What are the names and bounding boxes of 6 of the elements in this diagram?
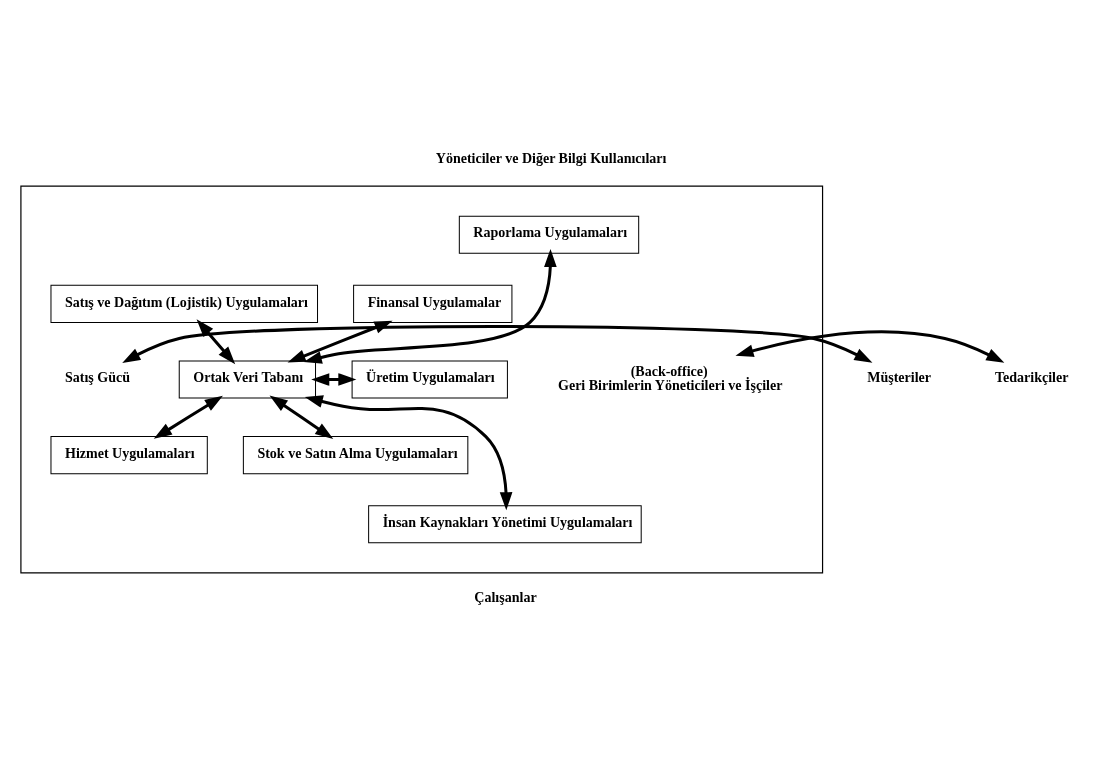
- node-text: Satış Gücü: [65, 369, 131, 385]
- node-text: Tedarikçiler: [994, 369, 1069, 385]
- node-text: Müşteriler: [867, 369, 931, 385]
- node-text: (Back-office) Geri Birimlerin Yöneticileri ve İşçiler: [558, 363, 783, 393]
- label: Yöneticiler ve Diğer Bilgi Kullanıcıları: [435, 150, 667, 166]
- label: Çalışanlar: [474, 589, 537, 605]
